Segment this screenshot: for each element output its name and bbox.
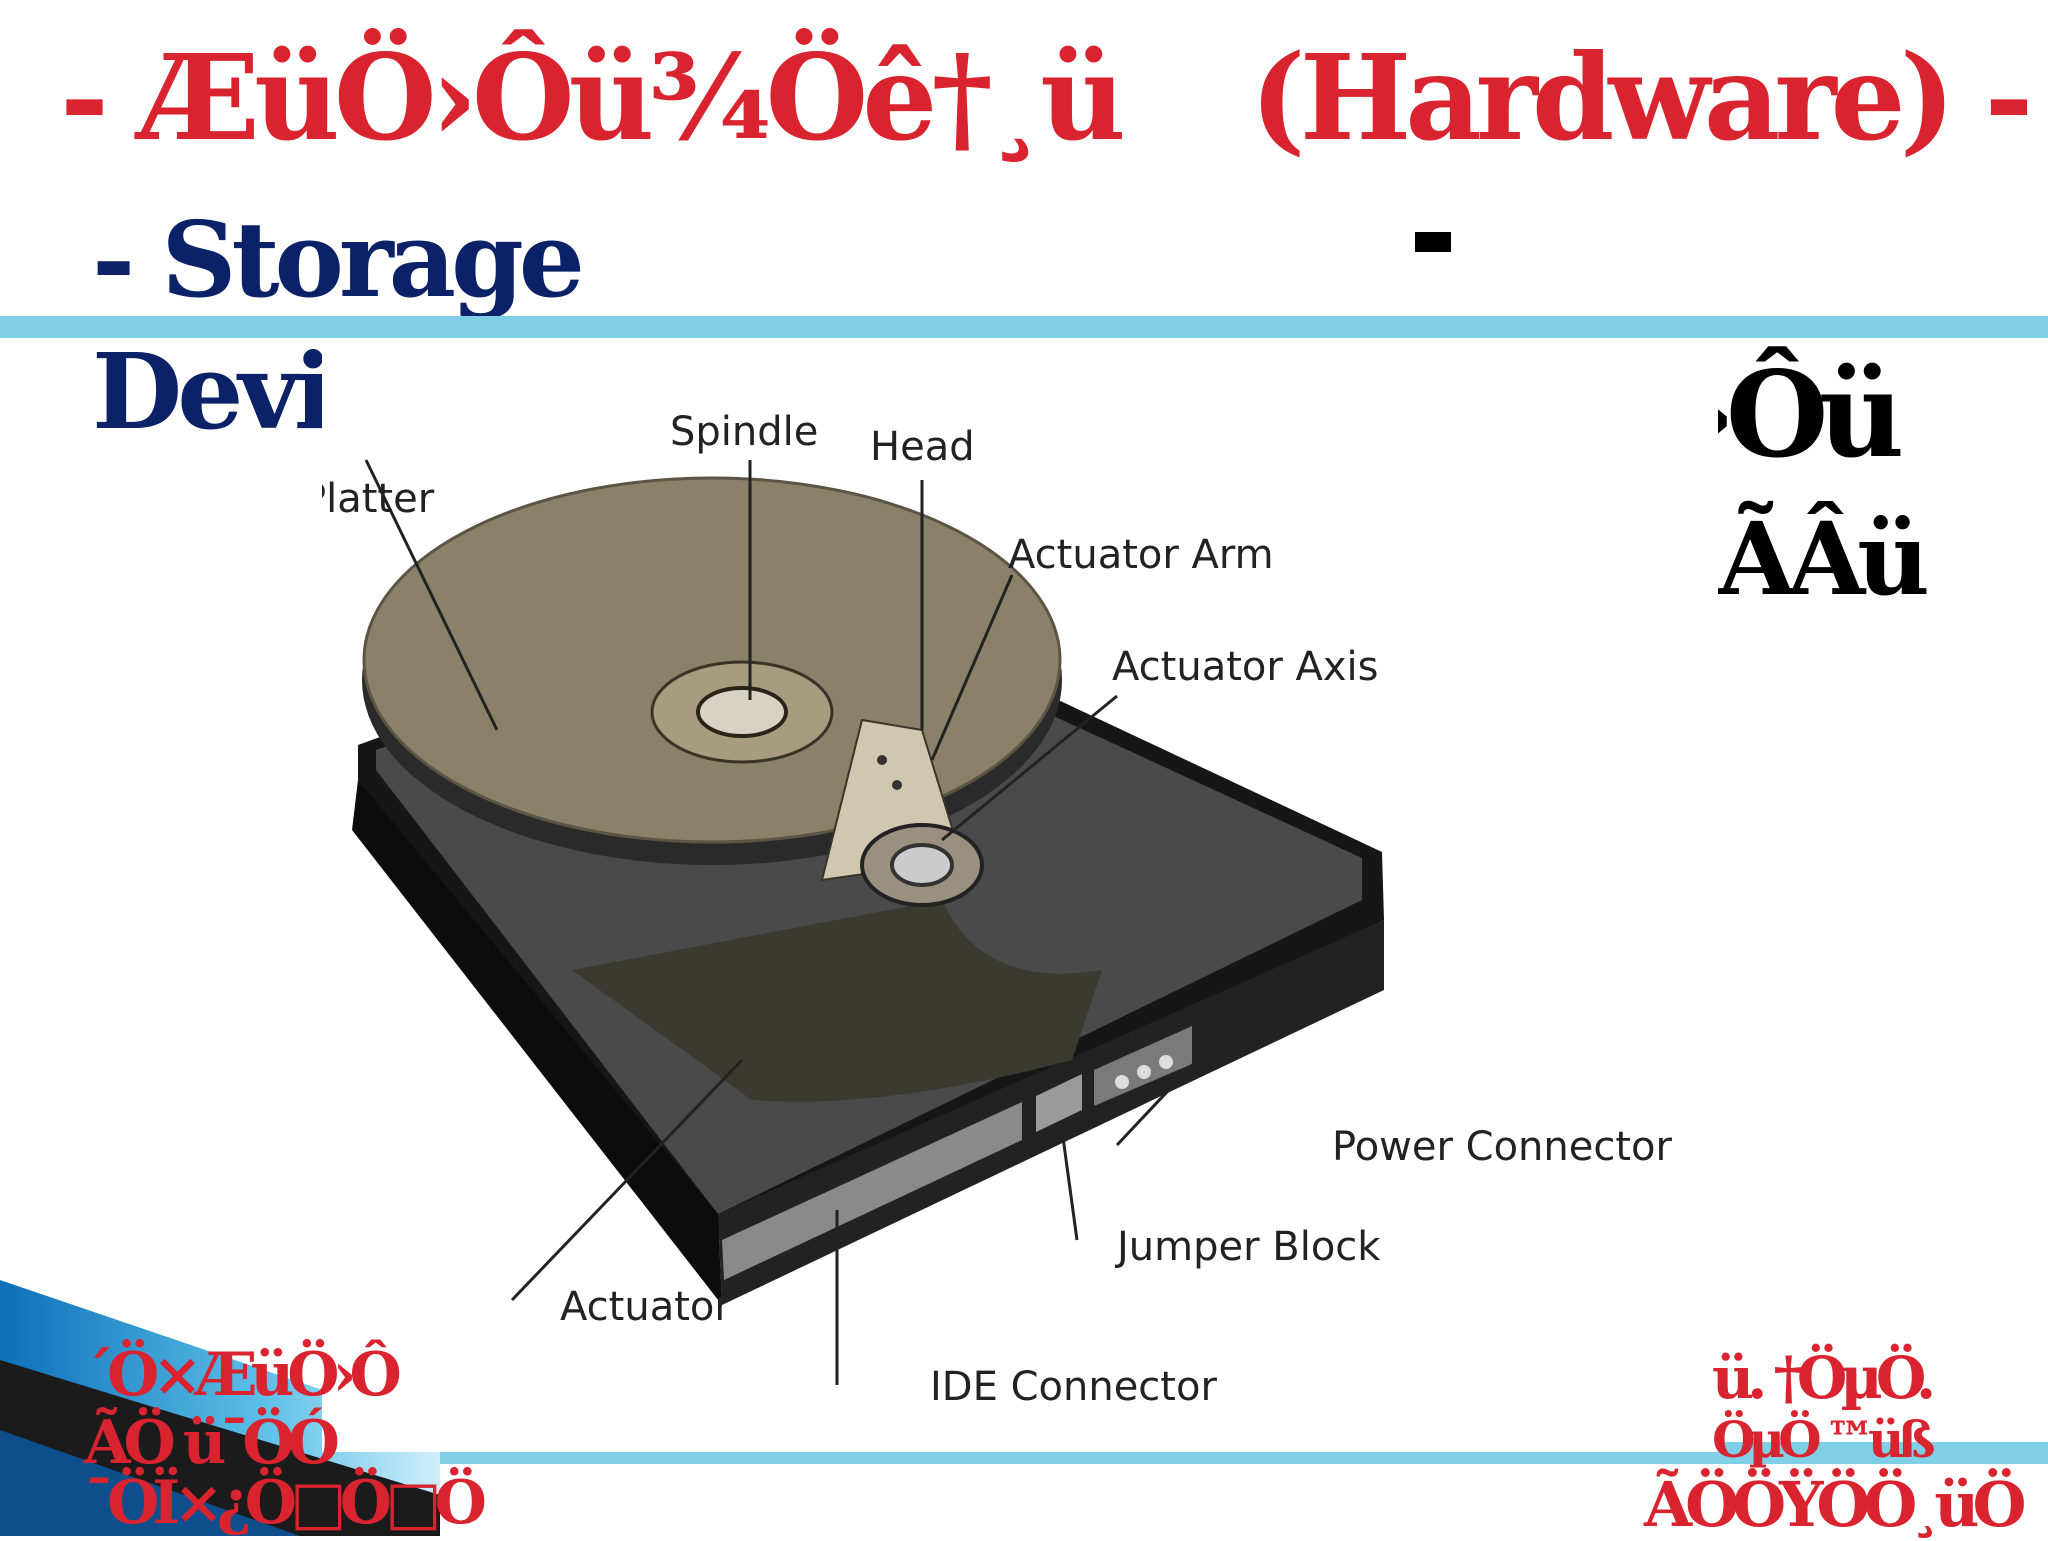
- label-actuator: Actuator: [560, 1284, 731, 1330]
- right-text-line-2: ÃÂü: [1718, 500, 1930, 618]
- footer-left-line-3: ¯ÖÏ×¿Ö□Ö□Ö: [84, 1468, 487, 1538]
- actuator-magnet: [572, 900, 1102, 1102]
- label-spindle: Spindle: [670, 409, 818, 455]
- ide-connector-strip: [722, 1102, 1022, 1280]
- footer-right-line-1: ü. †ÖµÖ.: [1712, 1344, 1936, 1412]
- jumper-block: [1036, 1074, 1082, 1132]
- footer-right-line-2: ÖµÖ ™üß: [1712, 1410, 1935, 1469]
- label-actuator-axis: Actuator Axis: [1112, 644, 1379, 690]
- hard-disk-illustration: Spindle Head Platter Actuator Arm Actuat…: [302, 409, 1673, 1410]
- label-ide-connector: IDE Connector: [930, 1364, 1217, 1410]
- label-actuator-arm: Actuator Arm: [1008, 532, 1274, 578]
- drive-side-left: [352, 780, 722, 1305]
- label-power-connector: Power Connector: [1332, 1124, 1673, 1170]
- label-platter: Platter: [322, 476, 435, 522]
- footer-right-line-3: ÃÖÖŸÖÖ¸üÖ: [1644, 1468, 2026, 1541]
- accent-bar-top: [0, 316, 2048, 338]
- corner-swoosh: [0, 1280, 440, 1536]
- subtitle-line-1: - Storage: [92, 198, 585, 321]
- slide-title: - ÆüÖ›Ôü¾Öê†¸ü (Hardware) -: [60, 28, 2033, 168]
- right-dash: [1415, 232, 1451, 252]
- title-marathi: - ÆüÖ›Ôü¾Öê†¸ü: [60, 28, 1126, 167]
- label-jumper-block: Jumper Block: [1114, 1224, 1381, 1270]
- footer-left-line-2: ÃÖ ü¯ÖÓ: [84, 1408, 340, 1478]
- label-head: Head: [870, 424, 975, 470]
- platter: [364, 478, 1060, 842]
- title-english: (Hardware) -: [1249, 28, 2034, 167]
- footer-left-line-1: ´Ö×ÆüÖ›Ô: [84, 1340, 402, 1410]
- hard-disk-diagram: Spindle Head Platter Actuator Arm Actuat…: [302, 340, 1718, 1452]
